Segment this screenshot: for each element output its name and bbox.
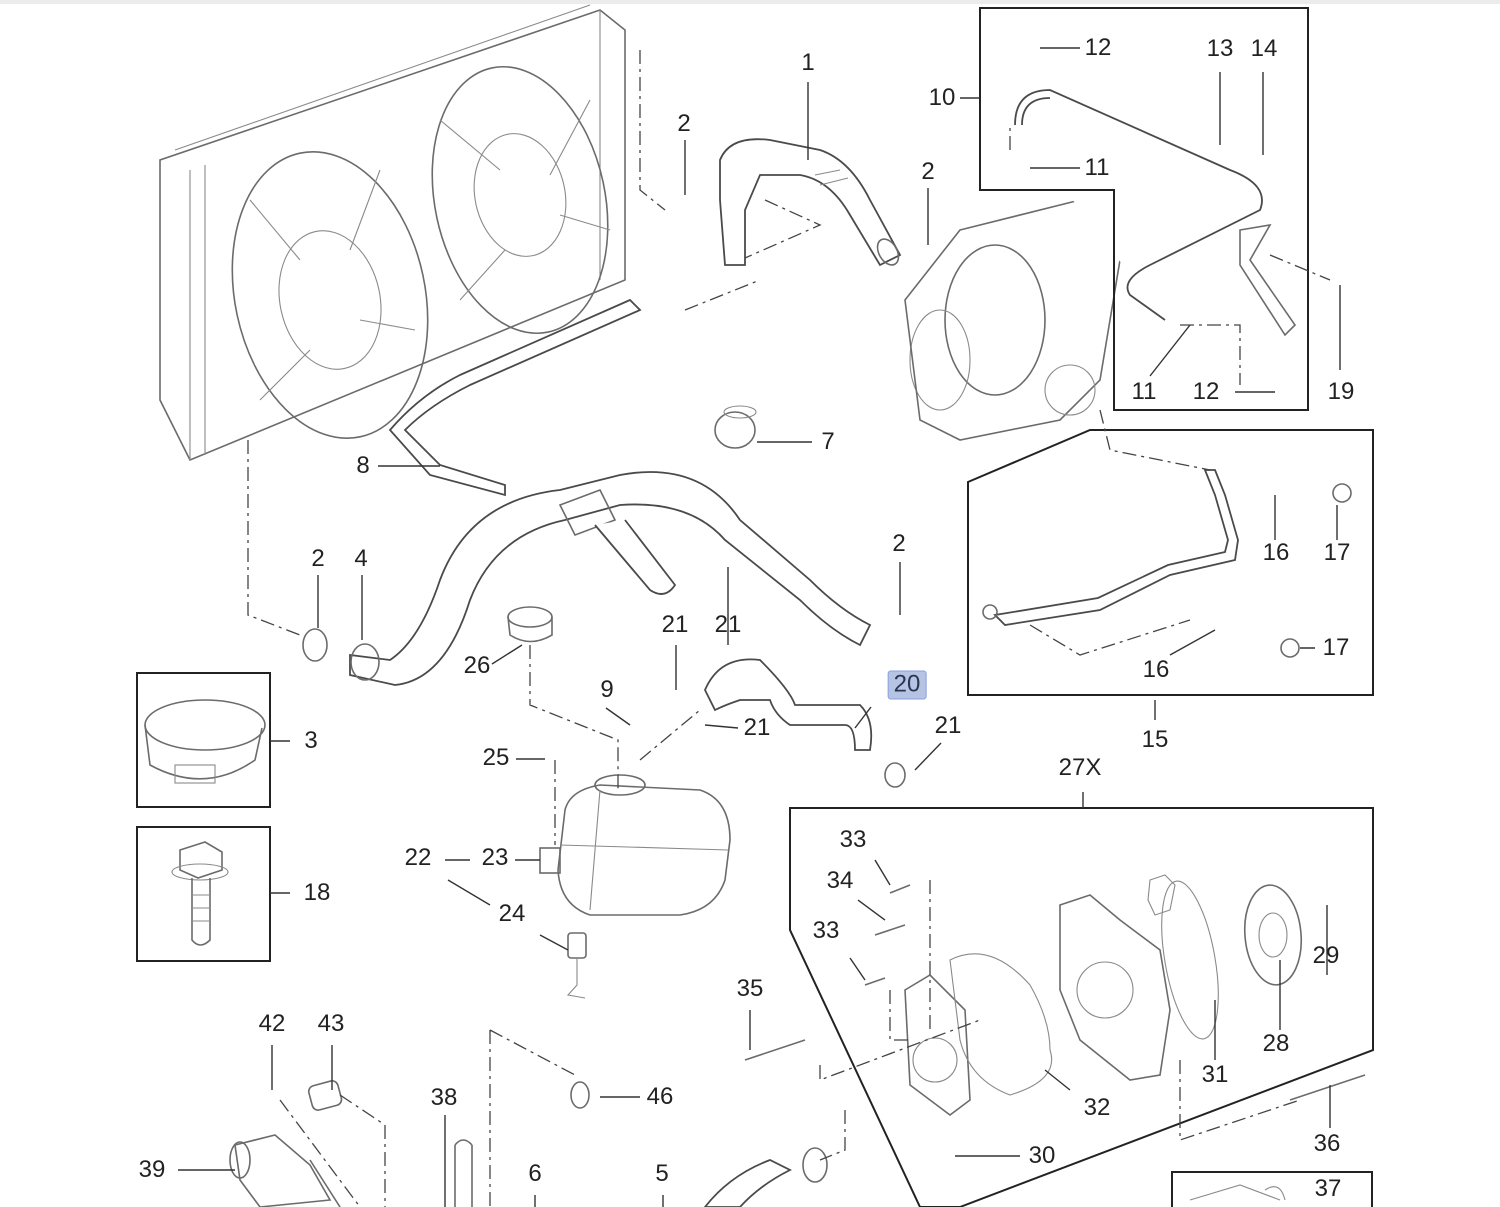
callout-5[interactable]: 5 [655,1160,669,1187]
vent-hose-37[interactable] [1171,1171,1373,1207]
alignment-lines [247,50,1331,1207]
callout-24[interactable]: 24 [498,900,526,927]
callout-11[interactable]: 11 [1084,154,1110,181]
callout-1[interactable]: 1 [801,49,815,76]
leader-lines [178,47,1341,1207]
callout-28[interactable]: 28 [1262,1030,1290,1057]
callout-18[interactable]: 18 [303,879,331,906]
oil-feed-pipe-box [967,429,1374,696]
temperature-sensor-46[interactable] [570,1081,590,1109]
turbocharger-housing[interactable] [904,199,1121,441]
gasket-43[interactable] [307,1080,343,1112]
hose-5[interactable] [703,1147,828,1207]
callout-2[interactable]: 2 [921,158,935,185]
callout-38[interactable]: 38 [430,1084,458,1111]
callout-15[interactable]: 15 [1141,726,1169,753]
callout-43[interactable]: 43 [317,1010,345,1037]
clamp-detail-box [136,672,271,808]
reservoir-cap[interactable] [507,606,553,643]
bolts-33-34[interactable] [864,884,911,986]
callout-39[interactable]: 39 [138,1156,166,1183]
bolt-detail-box [136,826,271,962]
callout-10[interactable]: 10 [928,84,956,111]
callout-29[interactable]: 29 [1312,942,1340,969]
callout-9[interactable]: 9 [600,676,614,703]
callout-36[interactable]: 36 [1313,1130,1341,1157]
callout-17[interactable]: 17 [1322,634,1350,661]
callout-27x[interactable]: 27X [1058,754,1102,781]
oil-feed-pipe[interactable] [982,469,1352,658]
breather-kit-box [979,7,1309,411]
water-pump-assembly[interactable] [904,874,1305,1116]
callout-6[interactable]: 6 [528,1160,542,1187]
callout-37[interactable]: 37 [1314,1175,1342,1202]
callout-26[interactable]: 26 [463,652,491,679]
flange-bolt-18[interactable] [171,841,229,946]
callout-21[interactable]: 21 [934,712,962,739]
small-bypass-hose[interactable] [388,298,642,497]
callout-33[interactable]: 33 [812,917,840,944]
callout-4[interactable]: 4 [354,545,368,572]
callout-21[interactable]: 21 [714,611,742,638]
coolant-pipe-38[interactable] [454,1139,473,1207]
top-scroll-edge [0,0,1500,4]
callout-20-highlighted[interactable]: 20 [887,670,927,700]
callout-3[interactable]: 3 [304,727,318,754]
callout-2[interactable]: 2 [892,530,906,557]
callout-32[interactable]: 32 [1083,1094,1111,1121]
callout-13[interactable]: 13 [1206,35,1234,62]
callout-42[interactable]: 42 [258,1010,286,1037]
callout-21[interactable]: 21 [743,714,771,741]
callout-2[interactable]: 2 [677,110,691,137]
hose-clamp-7[interactable] [714,405,757,449]
coolant-reservoir[interactable] [539,774,731,916]
hose-20[interactable] [704,658,906,788]
thermostat-housing[interactable] [229,1134,341,1207]
callout-35[interactable]: 35 [736,975,764,1002]
level-sensor[interactable] [566,932,587,999]
callout-31[interactable]: 31 [1201,1061,1229,1088]
callout-14[interactable]: 14 [1250,35,1278,62]
callout-46[interactable]: 46 [646,1083,674,1110]
callout-23[interactable]: 23 [481,844,509,871]
long-bolts[interactable] [744,1039,1366,1101]
callout-16[interactable]: 16 [1262,539,1290,566]
callout-19[interactable]: 19 [1327,378,1355,405]
spring-clamp-3[interactable] [144,699,266,784]
callout-16[interactable]: 16 [1142,656,1170,683]
callout-21[interactable]: 21 [661,611,689,638]
lower-radiator-hose[interactable] [302,471,872,686]
breather-pipe[interactable] [1014,89,1297,337]
callout-12[interactable]: 12 [1192,378,1220,405]
water-pump-kit-box [789,807,1374,1207]
callout-34[interactable]: 34 [826,867,854,894]
callout-33[interactable]: 33 [839,826,867,853]
callout-2[interactable]: 2 [311,545,325,572]
callout-7[interactable]: 7 [821,428,835,455]
callout-11[interactable]: 11 [1131,378,1157,405]
callout-8[interactable]: 8 [356,452,370,479]
callout-17[interactable]: 17 [1323,539,1351,566]
callout-12[interactable]: 12 [1084,34,1112,61]
callout-25[interactable]: 25 [482,744,510,771]
upper-radiator-hose[interactable] [719,138,903,268]
callout-30[interactable]: 30 [1028,1142,1056,1169]
radiator-fan-assembly[interactable] [159,4,631,462]
callout-22[interactable]: 22 [404,844,432,871]
